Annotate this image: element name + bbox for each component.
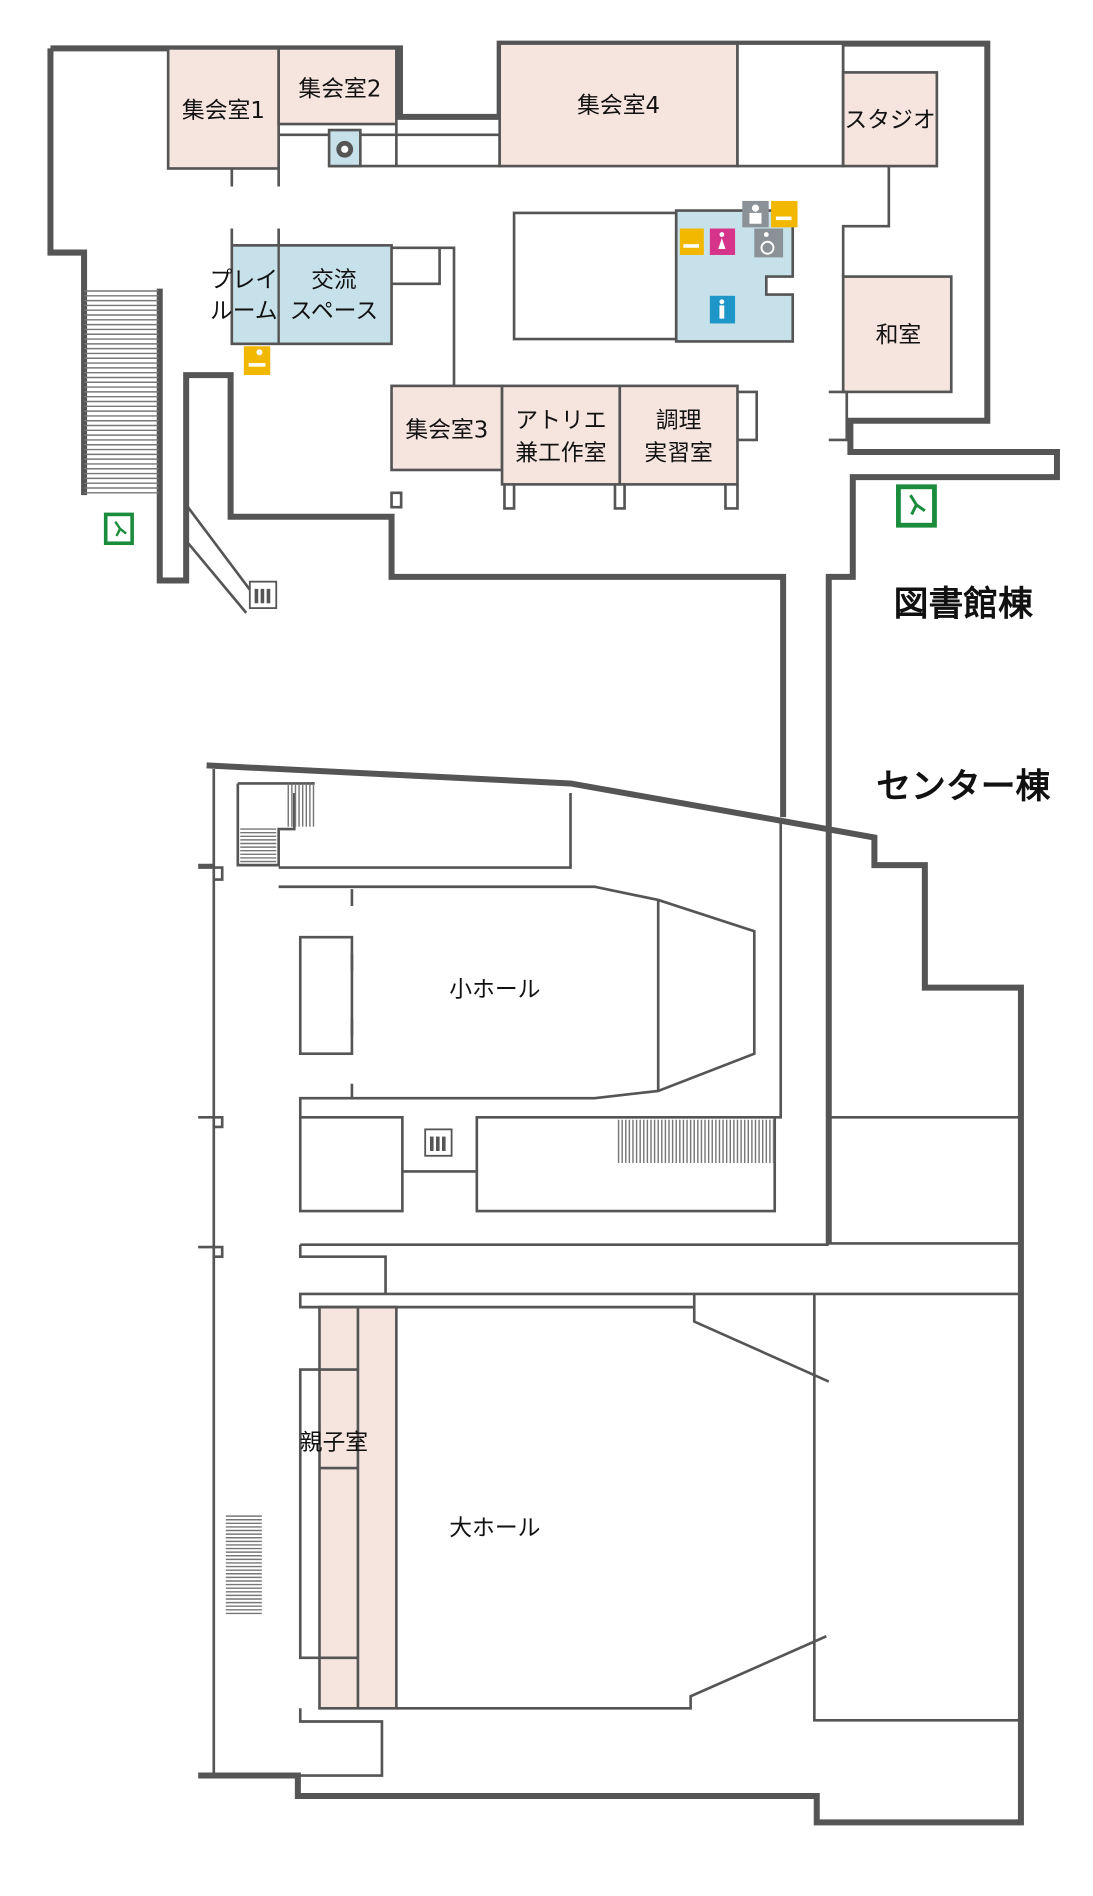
label-atelier: アトリエ — [515, 408, 606, 434]
label-meeting4: 集会室4 — [577, 93, 660, 119]
stairs-left — [84, 290, 159, 494]
library-left-wall — [47, 48, 88, 496]
emergency-exit-icon — [896, 484, 937, 528]
storage-room — [736, 42, 845, 168]
ramp — [185, 504, 260, 614]
label-meeting2: 集会室2 — [298, 76, 381, 102]
room-meeting4[interactable] — [498, 42, 739, 168]
central-room — [512, 211, 678, 341]
stairs-small-hall — [240, 783, 315, 863]
label-cooking: 調理 — [656, 408, 702, 434]
library-building: 集会室1 集会室2 集会室4 スタジオ 和室 プレイ ルーム 交流 スペース 集… — [47, 40, 1060, 1244]
stairs-large-hall — [225, 1515, 262, 1615]
library-inner-wall — [156, 288, 787, 818]
room-studio[interactable] — [841, 71, 939, 168]
svg-text:兼工作室: 兼工作室 — [515, 440, 606, 466]
elevator-icon — [424, 1128, 453, 1157]
label-exchange: 交流 — [311, 267, 357, 293]
large-hall[interactable] — [396, 1293, 1021, 1722]
library-outer-wall — [50, 40, 1060, 1244]
label-center-building: センター棟 — [876, 767, 1050, 807]
room-meeting2[interactable] — [277, 47, 398, 126]
female-restroom-icon — [709, 228, 736, 255]
kettle-room — [327, 128, 362, 168]
label-studio: スタジオ — [844, 108, 935, 134]
ostomate-icon — [742, 200, 769, 228]
room-play-exchange[interactable] — [230, 244, 393, 346]
emergency-exit-icon — [103, 512, 134, 546]
label-small-hall: 小ホール — [449, 977, 540, 1003]
room-atelier[interactable] — [500, 384, 622, 486]
label-library-building: 図書館棟 — [894, 583, 1033, 624]
center-building: 小ホール 親子室 大ホール センター棟 — [198, 762, 1051, 1826]
room-meeting3[interactable] — [390, 384, 504, 472]
wheelchair-icon — [754, 228, 784, 258]
baby-changing-icon — [771, 200, 798, 228]
kettle-icon — [336, 140, 354, 158]
svg-text:実習室: 実習室 — [644, 440, 712, 466]
label-parent-child: 親子室 — [300, 1430, 368, 1456]
svg-text:スペース: スペース — [290, 299, 379, 325]
room-washitsu[interactable] — [841, 275, 953, 394]
label-playroom: プレイ — [210, 267, 278, 293]
small-hall[interactable] — [278, 885, 756, 1213]
baby-changing-icon — [243, 346, 271, 376]
center-outer-wall — [198, 762, 1024, 1826]
label-meeting3: 集会室3 — [405, 418, 488, 444]
svg-text:ルーム: ルーム — [210, 299, 278, 325]
baby-changing-icon — [679, 228, 704, 255]
label-meeting1: 集会室1 — [182, 98, 265, 124]
male-restroom-icon — [709, 295, 736, 324]
label-washitsu: 和室 — [876, 323, 922, 349]
room-cooking[interactable] — [618, 384, 739, 486]
label-large-hall: 大ホール — [449, 1515, 540, 1541]
stairs-lower — [617, 1119, 775, 1163]
elevator-icon — [248, 580, 278, 609]
room-meeting1[interactable] — [166, 47, 280, 170]
